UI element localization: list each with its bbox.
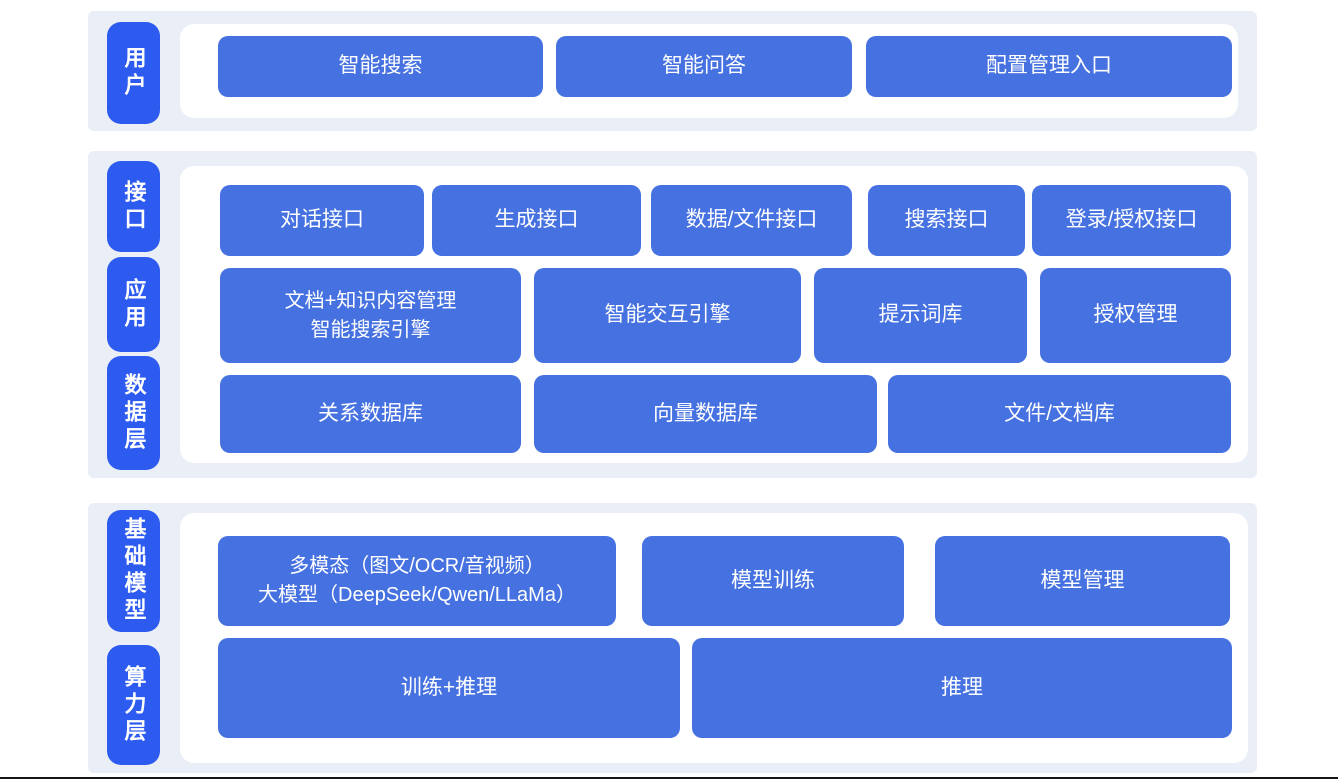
block-model-management: 模型管理 <box>935 536 1230 626</box>
layer-label-foundation-model: 基础模型 <box>107 510 160 632</box>
block-config-management-entry: 配置管理入口 <box>866 36 1232 97</box>
layer-label-foundation-model-text: 基础模型 <box>121 517 147 625</box>
layer-label-user: 用户 <box>107 22 160 124</box>
layer-label-interface-text: 接口 <box>121 179 147 234</box>
block-doc-knowledge-search-engine-label: 文档+知识内容管理 智能搜索引擎 <box>284 289 457 341</box>
block-auth-management-label: 授权管理 <box>1093 303 1178 327</box>
block-config-management-entry-label: 配置管理入口 <box>986 54 1112 78</box>
block-file-doc-db-label: 文件/文档库 <box>1004 401 1115 425</box>
block-smart-search: 智能搜索 <box>218 36 543 97</box>
block-model-training-label: 模型训练 <box>731 568 815 592</box>
block-training-inference-label: 训练+推理 <box>400 675 498 699</box>
block-multimodal-llm: 多模态（图文/OCR/音视频） 大模型（DeepSeek/Qwen/LLaMa） <box>218 536 616 626</box>
block-smart-qa: 智能问答 <box>556 36 852 97</box>
block-interaction-engine: 智能交互引擎 <box>534 268 801 363</box>
block-dialog-api-label: 对话接口 <box>280 208 364 232</box>
layer-label-user-text: 用户 <box>121 46 147 100</box>
window-bottom-border <box>0 777 1338 779</box>
block-inference: 推理 <box>692 638 1232 738</box>
block-interaction-engine-label: 智能交互引擎 <box>604 303 731 327</box>
block-search-api-label: 搜索接口 <box>904 208 989 232</box>
block-search-api: 搜索接口 <box>868 185 1025 256</box>
layer-label-data: 数据层 <box>107 356 160 470</box>
block-vector-db: 向量数据库 <box>534 375 877 453</box>
block-inference-label: 推理 <box>941 675 983 699</box>
block-model-management-label: 模型管理 <box>1040 568 1125 592</box>
block-multimodal-llm-label: 多模态（图文/OCR/音视频） 大模型（DeepSeek/Qwen/LLaMa） <box>258 555 576 606</box>
block-training-inference: 训练+推理 <box>218 638 680 738</box>
block-dialog-api: 对话接口 <box>220 185 424 256</box>
block-prompt-library-label: 提示词库 <box>878 303 963 327</box>
block-login-auth-api-label: 登录/授权接口 <box>1065 208 1198 232</box>
block-doc-knowledge-search-engine: 文档+知识内容管理 智能搜索引擎 <box>220 268 521 363</box>
layer-label-compute-text: 算力层 <box>121 664 147 746</box>
block-file-doc-db: 文件/文档库 <box>888 375 1231 453</box>
block-data-file-api-label: 数据/文件接口 <box>685 208 818 232</box>
block-smart-qa-label: 智能问答 <box>662 54 746 78</box>
block-data-file-api: 数据/文件接口 <box>651 185 852 256</box>
layer-label-application: 应用 <box>107 257 160 352</box>
block-relational-db: 关系数据库 <box>220 375 521 453</box>
block-relational-db-label: 关系数据库 <box>318 401 423 425</box>
block-model-training: 模型训练 <box>642 536 904 626</box>
layer-label-interface: 接口 <box>107 161 160 252</box>
layer-label-compute: 算力层 <box>107 645 160 765</box>
block-vector-db-label: 向量数据库 <box>653 401 758 425</box>
block-generation-api: 生成接口 <box>432 185 641 256</box>
block-auth-management: 授权管理 <box>1040 268 1231 363</box>
block-prompt-library: 提示词库 <box>814 268 1027 363</box>
layer-label-data-text: 数据层 <box>121 372 147 454</box>
block-login-auth-api: 登录/授权接口 <box>1032 185 1231 256</box>
block-generation-api-label: 生成接口 <box>494 208 579 232</box>
layer-label-application-text: 应用 <box>121 277 147 332</box>
block-smart-search-label: 智能搜索 <box>338 54 423 78</box>
